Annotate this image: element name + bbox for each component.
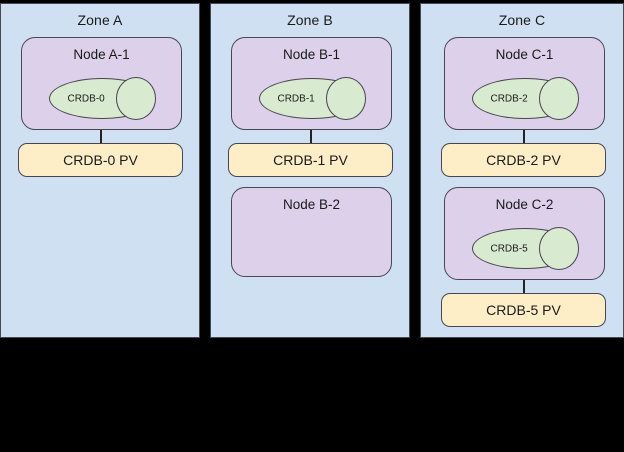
cylinder-cap <box>538 77 579 120</box>
zone-b[interactable]: Zone B Node B-1 CRDB-1 CRDB-1 PV Node B-… <box>210 3 410 338</box>
pod-crdb-2-label: CRDB-2 <box>490 93 528 104</box>
pod-crdb-0[interactable]: CRDB-0 <box>49 77 156 120</box>
zone-b-title: Zone B <box>287 12 333 28</box>
pv-crdb-0[interactable]: CRDB-0 PV <box>18 143 183 177</box>
pv-crdb-1[interactable]: CRDB-1 PV <box>228 143 393 177</box>
pod-crdb-1[interactable]: CRDB-1 <box>259 77 366 120</box>
pod-crdb-2[interactable]: CRDB-2 <box>472 77 579 120</box>
pod-crdb-0-label: CRDB-0 <box>67 93 105 104</box>
node-b-2[interactable]: Node B-2 <box>231 187 392 277</box>
zone-c-title: Zone C <box>498 12 546 28</box>
connector-a-1 <box>100 130 102 143</box>
connector-b-1 <box>310 130 312 143</box>
cylinder-cap <box>325 77 366 120</box>
zone-c[interactable]: Zone C Node C-1 CRDB-2 CRDB-2 PV Node C-… <box>420 3 624 338</box>
connector-c-1 <box>523 130 525 143</box>
pod-crdb-1-label: CRDB-1 <box>277 93 315 104</box>
node-c-2[interactable]: Node C-2 CRDB-5 <box>444 187 605 280</box>
node-a-1[interactable]: Node A-1 CRDB-0 <box>21 37 182 130</box>
cylinder-cap <box>538 227 579 270</box>
zone-a[interactable]: Zone A Node A-1 CRDB-0 CRDB-0 PV <box>0 3 200 338</box>
pod-crdb-5[interactable]: CRDB-5 <box>472 227 579 270</box>
node-b-1-title: Node B-1 <box>282 47 341 62</box>
pod-crdb-5-label: CRDB-5 <box>490 243 528 254</box>
node-b-2-title: Node B-2 <box>282 197 341 212</box>
pv-crdb-5-label: CRDB-5 PV <box>486 302 561 318</box>
pv-crdb-2[interactable]: CRDB-2 PV <box>441 143 606 177</box>
pv-crdb-1-label: CRDB-1 PV <box>273 152 348 168</box>
node-a-1-title: Node A-1 <box>73 47 130 62</box>
connector-c-2 <box>523 280 525 293</box>
pv-crdb-0-label: CRDB-0 PV <box>63 152 138 168</box>
node-c-1[interactable]: Node C-1 CRDB-2 <box>444 37 605 130</box>
zone-a-title: Zone A <box>77 12 123 28</box>
pv-crdb-5[interactable]: CRDB-5 PV <box>441 293 606 327</box>
node-c-2-title: Node C-2 <box>495 197 554 212</box>
cylinder-cap <box>115 77 156 120</box>
pv-crdb-2-label: CRDB-2 PV <box>486 152 561 168</box>
node-c-1-title: Node C-1 <box>495 47 554 62</box>
node-b-1[interactable]: Node B-1 CRDB-1 <box>231 37 392 130</box>
